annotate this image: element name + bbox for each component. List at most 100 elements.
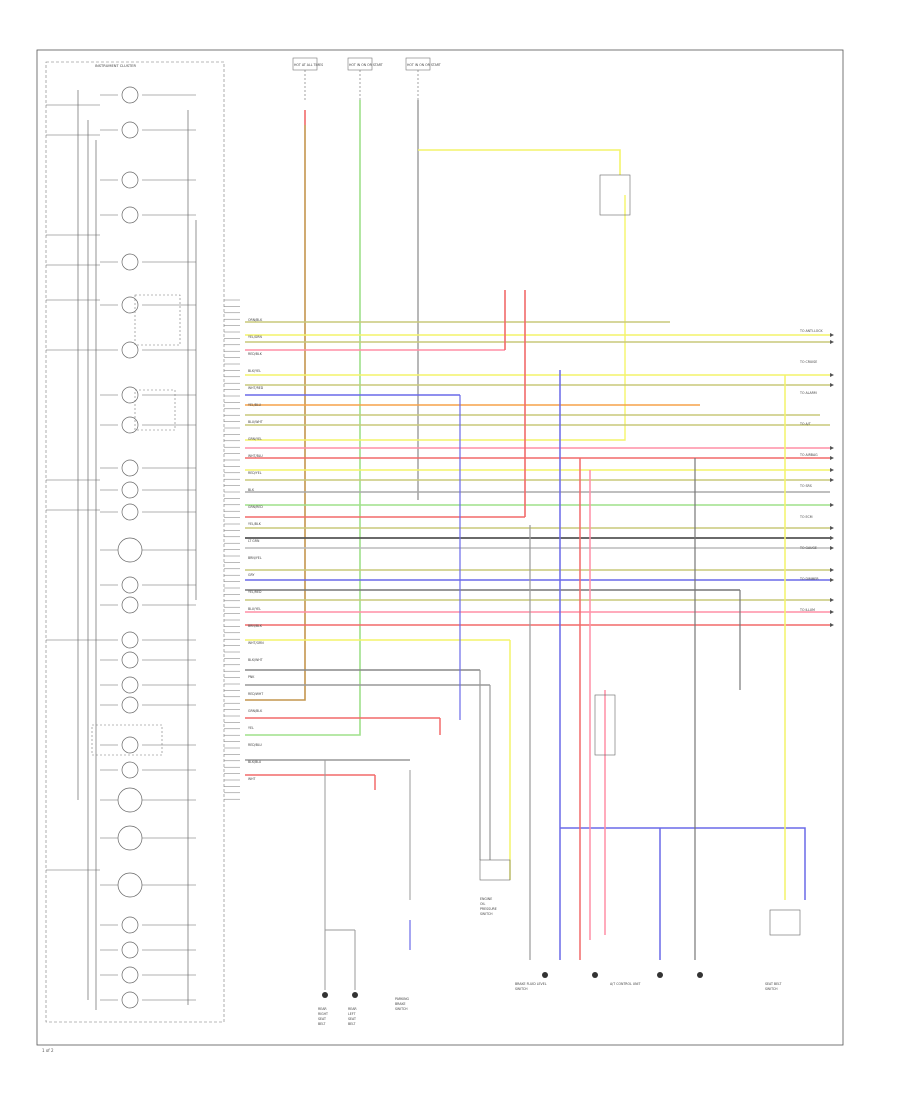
bulb-icon [121,676,139,694]
gauge-icon [117,787,143,813]
bottom-label: PARKING [395,997,410,1001]
connector-label: WHT [248,777,256,781]
wire-end-arrow [830,578,834,582]
switch-box [599,174,631,216]
wire-green [245,100,361,736]
bottom-label: BRAKE FLUID LEVEL [515,982,547,986]
bulb-icon [121,296,139,314]
bottom-label: BRAKE [395,1002,406,1006]
bulb-icon [121,576,139,594]
right-label: TO ECM [799,515,813,519]
bottom-label: BELT [348,1022,356,1026]
bulb-icon [121,916,139,934]
fuse-label: HOT IN ON OR START [349,63,383,67]
right-label: TO ALARM [799,391,817,395]
wire-harness [77,90,830,1010]
diagram-border [36,49,844,1046]
bottom-component-labels: REARRIGHTSEATBELTREARLEFTSEATBELTPARKING… [318,897,781,1026]
connector-label: ORN/BLK [248,318,263,322]
right-label: TO GAUGE [799,546,817,550]
ground-icon [592,972,598,978]
bottom-label: BELT [318,1022,326,1026]
wire-end-arrow [830,333,834,337]
connector-label: BLK/WHT [248,658,263,662]
connector-label: YEL [248,726,254,730]
bulb-icon [121,481,139,499]
connector-label: BLU/YEL [248,607,261,611]
bulb-icon [121,171,139,189]
bulb-icon [121,253,139,271]
connector-label: GRN/YEL [248,437,262,441]
bulb-icon [121,459,139,477]
wire-end-arrow [830,478,834,482]
connector-label: RED/YEL [248,471,262,475]
connector-label: BLU/WHT [248,420,263,424]
switch-box [769,909,801,936]
right-label: TO ANTI-LOCK [799,329,823,333]
cluster-subcircuit-box [91,724,163,756]
wire-end-arrow [830,456,834,460]
wire-end-arrow [830,546,834,550]
wire-yellow-feed [245,195,626,441]
switch-box [594,694,616,756]
bottom-label: SEAT BELT [765,982,781,986]
connector-label: PNK [248,675,255,679]
page-number: 1 of 2 [42,1048,54,1053]
wire-end-arrow [830,373,834,377]
bottom-label: A/T CONTROL UNIT [610,982,640,986]
bulb-icon [121,503,139,521]
bottom-label: SEAT [318,1017,326,1021]
connector-label: WHT/BLU [248,454,263,458]
bulb-icon [121,631,139,649]
right-label: TO ILLUM [799,608,815,612]
bottom-label: RIGHT [318,1012,328,1016]
bottom-label: REAR [318,1007,327,1011]
wire-end-arrow [830,536,834,540]
cluster-subcircuit-box [134,294,181,346]
wire-yellow-top [418,149,621,175]
bulb-icon [121,86,139,104]
cluster-subcircuit-box [134,389,176,431]
bulb-icon [121,386,139,404]
wire-end-arrow [830,598,834,602]
bottom-label: SWITCH [395,1007,408,1011]
connector-label: WHT/GRN [248,641,264,645]
wire-end-arrow [830,468,834,472]
connector-label: BRN/YEL [248,556,262,560]
right-label: TO DIMMER [799,577,819,581]
connector-label: LT GRN [248,539,260,543]
ground-icon [352,992,358,998]
bulb-icon [121,761,139,779]
connector-label: BLK/BLU [248,760,262,764]
connector-label: RED/BLU [248,743,263,747]
wire-end-arrow [830,503,834,507]
connector-label: RED/WHT [248,692,263,696]
switch-box [479,859,511,881]
connector-labels: ORN/BLKYEL/GRNRED/BLKBLK/YELWHT/REDYEL/B… [248,318,823,781]
connector-label: GRY [248,573,254,577]
ground-icon [697,972,703,978]
connector-label: WHT/RED [248,386,264,390]
bottom-label: PRESSURE [480,907,497,911]
wire-end-arrow [830,383,834,387]
connector-label: GRN/BLK [248,709,263,713]
bottom-label: SWITCH [765,987,778,991]
bulb-icon [121,991,139,1009]
bottom-label: OIL [480,902,485,906]
bulb-icon [121,696,139,714]
ground-icon [657,972,663,978]
gauge-icon [117,537,143,563]
bottom-label: SWITCH [515,987,528,991]
wire-brown [245,125,306,701]
connector-label: BLK/YEL [248,369,261,373]
right-label: TO AIRBAG [799,453,818,457]
right-label: TO SRS [799,484,812,488]
wire-end-arrow [830,340,834,344]
bulb-icon [121,941,139,959]
wire-end-arrow [830,568,834,572]
wire-end-arrow [830,446,834,450]
ground-icon [322,992,328,998]
bulb-icon [121,736,139,754]
